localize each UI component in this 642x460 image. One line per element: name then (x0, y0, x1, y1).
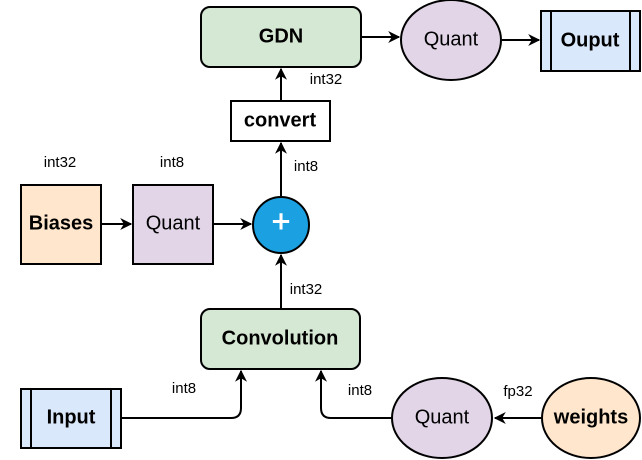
convolution-box (200, 308, 361, 370)
convolution-label: Convolution (222, 327, 339, 349)
convolution-node[interactable]: Convolution (200, 308, 361, 370)
plus-icon: + (270, 207, 292, 237)
gdn-node[interactable]: GDN (200, 6, 362, 68)
gdn-box (200, 6, 362, 68)
edge-input-to-conv (122, 369, 247, 419)
weights-ellipse (541, 377, 641, 459)
input-node[interactable]: Input (20, 388, 122, 449)
input-label: Input (47, 406, 96, 428)
quant-top-label: Quant (424, 28, 479, 50)
convert-box (230, 100, 331, 142)
gdn-label: GDN (259, 25, 303, 47)
biases-box (20, 184, 102, 265)
quant-weights-label: Quant (415, 406, 470, 428)
label-quant-bias-dtype: int8 (160, 154, 184, 171)
quant-weights-ellipse (391, 377, 493, 459)
adder-node[interactable]: + (252, 196, 310, 254)
edge-quant-weights-to-conv (315, 369, 392, 419)
quant-bias-node[interactable]: Quant (132, 184, 214, 265)
quant-weights-node[interactable]: Quant (391, 377, 493, 459)
label-adder-to-convert: int8 (294, 158, 318, 175)
convert-label: convert (244, 109, 317, 131)
weights-node[interactable]: weights (541, 377, 641, 459)
weights-label: weights (553, 406, 628, 428)
adder-circle (252, 196, 310, 254)
convert-node[interactable]: convert (230, 100, 331, 142)
biases-label: Biases (29, 212, 94, 234)
label-biases-dtype: int32 (44, 154, 77, 171)
quant-top-ellipse (400, 0, 502, 81)
output-box (540, 10, 641, 72)
output-node[interactable]: Ouput (540, 10, 641, 72)
biases-node[interactable]: Biases (20, 184, 102, 265)
output-label: Ouput (561, 29, 620, 51)
label-conv-to-adder: int32 (290, 281, 323, 298)
input-box (20, 388, 122, 449)
quant-bias-box (132, 184, 214, 265)
label-convert-to-gdn: int32 (310, 71, 343, 88)
label-quant-weights-to-conv: int8 (348, 382, 372, 399)
label-weights-dtype: fp32 (503, 383, 532, 400)
quant-top-node[interactable]: Quant (400, 0, 502, 81)
label-input-to-conv: int8 (172, 380, 196, 397)
quant-bias-label: Quant (146, 212, 201, 234)
